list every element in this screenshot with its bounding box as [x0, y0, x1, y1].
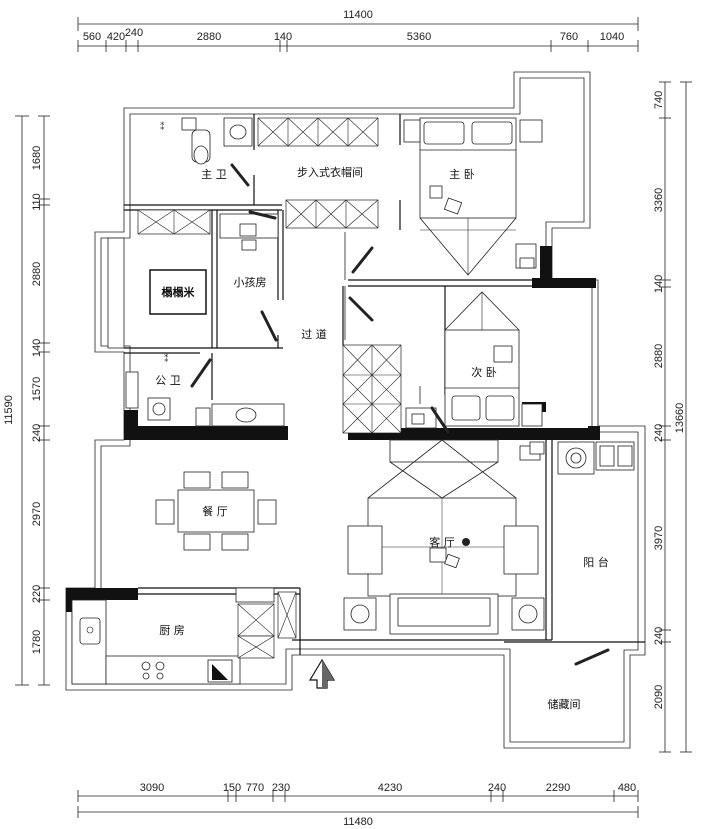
label-tatami: 榻榻米 [162, 285, 196, 299]
right-seg-2: 3360 [653, 188, 665, 212]
top-seg-8: 1040 [600, 31, 624, 43]
bottom-seg-3: 770 [246, 782, 264, 794]
master-bath-fixtures: ⁑ [160, 117, 253, 187]
svg-text:⁑: ⁑ [164, 353, 169, 365]
left-seg-4: 140 [31, 339, 43, 357]
label-public-bath: 公 卫 [155, 374, 181, 387]
top-seg-5: 140 [274, 31, 292, 43]
kitchen-fixtures [71, 587, 297, 685]
secondary-bedroom-furniture [342, 291, 543, 434]
bottom-seg-1: 3090 [140, 782, 164, 794]
tatami-furniture [107, 209, 211, 349]
label-dining: 餐 厅 [202, 504, 228, 518]
label-kids-room: 小孩房 [234, 276, 267, 289]
label-second-bedroom: 次 卧 [471, 365, 497, 379]
interior-walls [124, 114, 645, 655]
left-seg-7: 2970 [31, 502, 43, 526]
top-seg-2: 420 [107, 31, 125, 43]
label-corridor: 过 道 [301, 327, 327, 341]
public-bath-fixtures: ⁑ [125, 353, 285, 427]
bottom-seg-7: 2290 [546, 782, 570, 794]
left-seg-8: 220 [31, 585, 43, 603]
top-seg-4: 2880 [197, 31, 221, 43]
storage-door [574, 648, 610, 666]
label-kitchen: 厨 房 [159, 624, 185, 637]
right-dimension-chain: 740 3360 140 2880 240 3970 240 2090 1366… [653, 81, 692, 753]
label-master-bath: 主 卫 [201, 168, 227, 181]
structural-columns [66, 246, 600, 612]
dining-furniture [155, 471, 277, 551]
label-storage: 储藏间 [548, 697, 581, 711]
right-seg-4: 2880 [653, 344, 665, 368]
left-seg-9: 1780 [31, 630, 43, 654]
balcony-fixtures [529, 441, 635, 475]
label-walk-in-closet: 步入式衣帽间 [297, 165, 363, 179]
right-seg-7: 240 [653, 627, 665, 645]
top-seg-3: 240 [125, 27, 143, 39]
left-total-label: 11590 [3, 395, 15, 425]
right-seg-1: 740 [653, 91, 665, 109]
walk-in-closet-cabinets [257, 117, 379, 229]
bottom-seg-6: 240 [488, 782, 506, 794]
corridor-doors [344, 232, 374, 340]
label-master-bedroom: 主 卧 [449, 168, 475, 181]
left-seg-1: 1680 [31, 146, 43, 170]
left-seg-6: 240 [31, 424, 43, 442]
left-dimension-chain: 11590 1680 110 2880 140 1570 240 2970 22… [3, 115, 50, 686]
bottom-dimension-chain: 3090 150 770 230 4230 240 2290 480 11480 [77, 782, 639, 828]
right-seg-3: 140 [653, 275, 665, 293]
top-dimension-chain: 11400 560 420 240 2880 140 5360 760 1040 [77, 9, 639, 52]
bottom-seg-2: 150 [223, 782, 241, 794]
label-balcony: 阳 台 [583, 555, 609, 569]
living-room-furniture [343, 439, 545, 635]
right-seg-5: 240 [653, 424, 665, 442]
left-seg-5: 1570 [31, 377, 43, 401]
bottom-total-label: 11480 [343, 816, 373, 828]
kids-room-furniture [219, 210, 279, 342]
top-seg-1: 560 [83, 31, 101, 43]
svg-text:⁑: ⁑ [160, 121, 165, 133]
top-total-label: 11400 [343, 9, 373, 21]
label-living: 客 厅 [429, 535, 455, 549]
bottom-seg-8: 480 [618, 782, 636, 794]
bottom-seg-5: 4230 [378, 782, 402, 794]
right-total-label: 13660 [674, 403, 686, 434]
room-labels: 主 卫 步入式衣帽间 主 卧 榻榻米 小孩房 过 道 公 卫 次 卧 餐 厅 客… [155, 165, 609, 711]
bottom-seg-4: 230 [272, 782, 290, 794]
entry-arrow-icon [308, 658, 336, 689]
left-seg-2: 110 [31, 193, 43, 211]
right-seg-8: 2090 [653, 685, 665, 709]
master-bedroom-furniture [403, 117, 543, 276]
left-seg-3: 2880 [31, 262, 43, 286]
right-seg-6: 3970 [653, 526, 665, 550]
top-seg-6: 5360 [407, 31, 431, 43]
top-seg-7: 760 [560, 31, 578, 43]
